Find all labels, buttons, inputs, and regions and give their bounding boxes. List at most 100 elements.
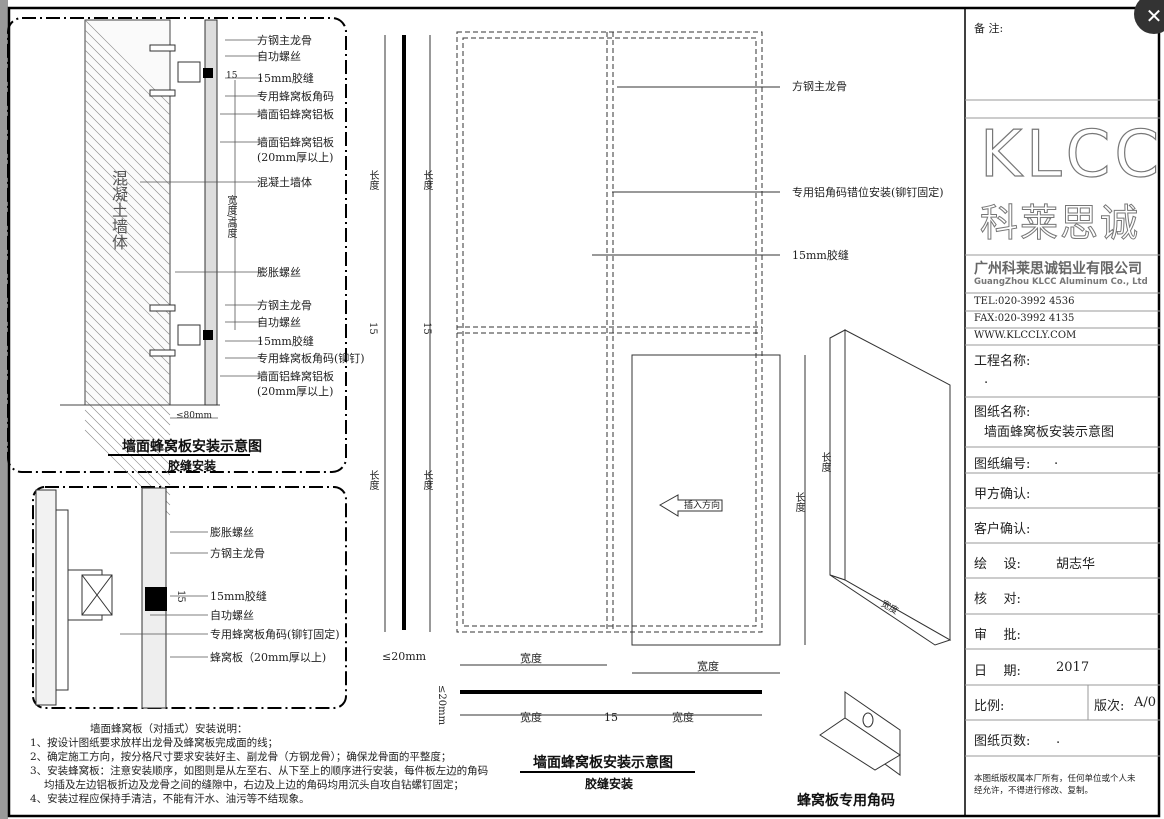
- company-name-cn: 广州科莱思诚铝业有限公司: [974, 261, 1142, 277]
- label-steel-keel: 方钢主龙骨: [257, 299, 312, 312]
- label-screw: 自功螺丝: [257, 316, 301, 329]
- dim-width-height: 宽度/高度: [225, 195, 236, 239]
- label-panel: 墙面铝蜂窝铝板: [257, 370, 334, 383]
- dim-length: 长度: [367, 470, 378, 490]
- detail-subtitle: 胶缝安装: [168, 459, 217, 473]
- hatch-line: [84, 99, 171, 186]
- concrete-wall: [60, 19, 220, 516]
- copyright-line: 经允许，不得进行修改、复制。: [974, 786, 1094, 796]
- hatch-line: [84, 69, 171, 156]
- note-item: 均插及左边铝板折边及龙骨之间的缝隙中，右边及上边的角码均用沉头自攻自钻螺钉固定；: [44, 779, 464, 791]
- callout-steel-keel: 方钢主龙骨: [792, 80, 847, 93]
- label-screw: 自功螺丝: [257, 50, 301, 63]
- hatch-line: [84, 119, 171, 206]
- hatch-line: [84, 59, 171, 146]
- hatch-line: [84, 379, 171, 466]
- iso-length: 长度: [819, 452, 830, 472]
- fax: FAX:020-3992 4135: [974, 313, 1075, 324]
- elevation-subtitle: 胶缝安装: [585, 777, 634, 791]
- hatch-line: [84, 79, 171, 166]
- drawing-no-label: 图纸编号:: [974, 457, 1031, 472]
- label-steel-keel: 方钢主龙骨: [210, 547, 265, 560]
- drawing-name-value: 墙面蜂窝板安装示意图: [984, 425, 1115, 440]
- dim-length: 长度: [421, 470, 432, 490]
- label-thickness: (20mm厚以上): [257, 151, 334, 164]
- label-steel-keel: 方钢主龙骨: [257, 34, 312, 47]
- hatch-line: [84, 109, 171, 196]
- remarks-label: 备 注:: [974, 22, 1004, 35]
- drawn-label: 绘 设:: [974, 557, 1021, 572]
- project-name-label: 工程名称:: [974, 354, 1031, 369]
- dim-length: 长度: [793, 492, 804, 512]
- dim-gap: 15: [175, 590, 186, 603]
- hatch-line: [84, 299, 171, 386]
- website: WWW.KLCCLY.COM: [974, 330, 1077, 341]
- date-value: 2017: [1056, 660, 1090, 675]
- revision-value: A/0: [1134, 695, 1157, 710]
- company-name-en: GuangZhou KLCC Aluminum Co., Ltd: [974, 277, 1148, 287]
- note-item: 3、安装蜂窝板：注意安装顺序，如图则是从左至右、从下至上的顺序进行安装，每件板左…: [30, 765, 489, 777]
- drawing-no-value: .: [1054, 453, 1059, 468]
- callout-bracket: 专用铝角码错位安装(铆钉固定): [792, 186, 944, 199]
- project-name-value: .: [984, 372, 989, 387]
- dim-gap: 15: [226, 71, 238, 81]
- hatch-line: [84, 199, 171, 286]
- hatch-line: [84, 209, 171, 296]
- pages-value: .: [1056, 732, 1061, 747]
- hatch-line: [84, 329, 171, 416]
- label-joint: 15mm胶缝: [257, 72, 314, 85]
- label-concrete-wall: 混凝土墙体: [257, 176, 312, 189]
- hatch-line: [84, 179, 171, 266]
- hatch-line: [84, 409, 171, 496]
- panel-grid: [384, 31, 806, 716]
- tel: TEL:020-3992 4536: [974, 296, 1075, 307]
- hatch-line: [84, 29, 171, 116]
- hatch-line: [84, 249, 171, 336]
- label-bracket-rivet: 专用蜂窝板角码(铆钉固定): [210, 628, 340, 641]
- dim-width: 宽度: [697, 660, 719, 673]
- insert-direction-label: 插入方向: [684, 501, 721, 511]
- hatch-line: [84, 89, 171, 176]
- dim-gap: 15: [367, 322, 378, 335]
- dim-thickness: ≤20mm: [382, 650, 427, 663]
- hatch-line: [84, 349, 171, 436]
- hatch-line: [84, 269, 171, 356]
- label-bracket: 专用蜂窝板角码: [257, 90, 334, 103]
- dim-width: 宽度: [520, 652, 542, 665]
- hatch-line: [84, 259, 171, 346]
- hatch-line: [84, 149, 171, 236]
- hatch-line: [84, 139, 171, 226]
- title-block: 备 注: KLCC 科莱思诚 广州科莱思诚铝业有限公司 GuangZhou KL…: [966, 0, 1160, 819]
- wall-label: 混凝土墙体: [109, 170, 128, 250]
- company-logo-cn: 科莱思诚: [979, 201, 1141, 246]
- copyright-line: 本图纸版权属本厂所有，任何单位或个人未: [974, 774, 1136, 784]
- hatch-line: [84, 129, 171, 216]
- client-label: 客户确认:: [974, 522, 1031, 537]
- scale-label: 比例:: [974, 699, 1005, 714]
- dim-gap: 15: [421, 322, 432, 335]
- approved-label: 审 批:: [974, 628, 1021, 643]
- label-joint: 15mm胶缝: [257, 335, 314, 348]
- dim-width: 宽度: [520, 711, 542, 724]
- notes-heading: 墙面蜂窝板（对插式）安装说明：: [90, 723, 248, 735]
- label-bracket-rivet: 专用蜂窝板角码(铆钉): [257, 352, 365, 365]
- company-logo: KLCC: [979, 118, 1163, 192]
- hatch-line: [84, 389, 171, 476]
- pages-label: 图纸页数:: [974, 734, 1031, 749]
- note-item: 1、按设计图纸要求放样出龙骨及蜂窝板完成面的线；: [30, 737, 279, 749]
- hatch-line: [84, 229, 171, 316]
- detail-title: 墙面蜂窝板安装示意图: [122, 439, 262, 455]
- label-thickness: (20mm厚以上): [257, 385, 334, 398]
- drawn-value: 胡志华: [1056, 557, 1096, 572]
- label-honeycomb-panel: 蜂窝板（20mm厚以上): [210, 651, 327, 664]
- hatch-line: [84, 289, 171, 376]
- hatch-line: [84, 169, 171, 256]
- elevation-title: 墙面蜂窝板安装示意图: [533, 755, 673, 771]
- hatch-line: [84, 309, 171, 396]
- date-label: 日 期:: [974, 664, 1021, 679]
- hatch-line: [84, 159, 171, 246]
- dim-gap: 15: [604, 711, 618, 724]
- dim-width: 宽度: [672, 711, 694, 724]
